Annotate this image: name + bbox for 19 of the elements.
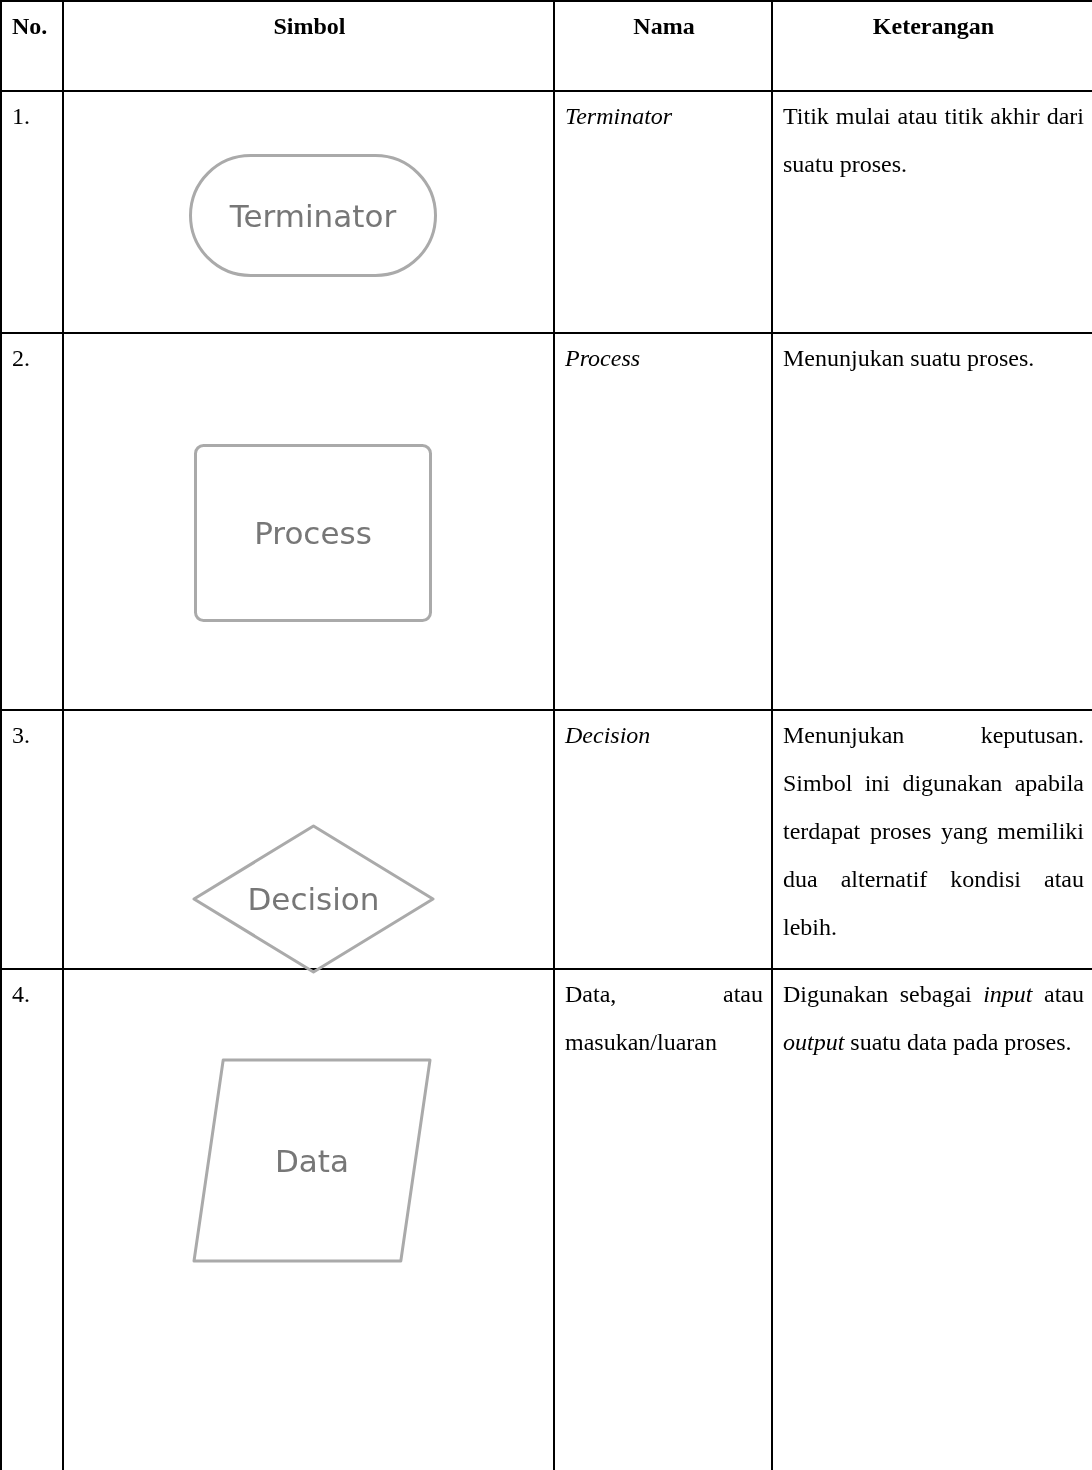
row-number: 4. xyxy=(1,969,63,1470)
decision-diamond xyxy=(192,824,435,974)
symbol-label: Data xyxy=(274,1141,350,1181)
symbol-name: Decision xyxy=(554,710,772,969)
data-parallelogram xyxy=(192,1058,432,1263)
row-number: 3. xyxy=(1,710,63,969)
column-header: No. xyxy=(1,1,63,91)
symbol-label: Decision xyxy=(246,880,381,919)
terminator-symbol xyxy=(189,154,437,277)
row-number: 2. xyxy=(1,333,63,710)
symbol-name: Terminator xyxy=(554,91,772,333)
column-header: Simbol xyxy=(63,1,554,91)
row-number: 1. xyxy=(1,91,63,333)
symbol-label: Terminator xyxy=(228,196,398,236)
column-header: Keterangan xyxy=(772,1,1092,91)
process-box xyxy=(194,444,432,622)
symbol-label: Process xyxy=(253,514,373,553)
column-header: Nama xyxy=(554,1,772,91)
symbol-name: Process xyxy=(554,333,772,710)
